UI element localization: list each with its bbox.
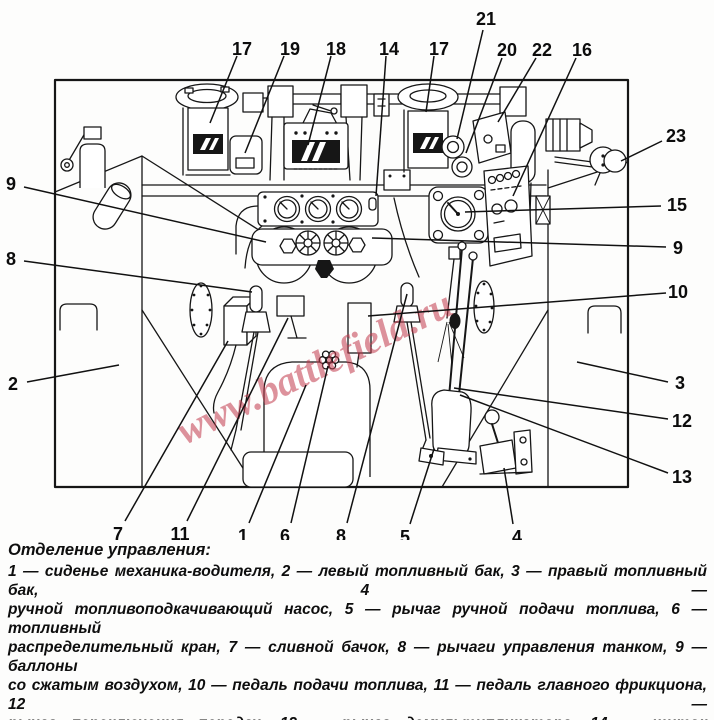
callout-leader-19 bbox=[244, 55, 285, 154]
driver-seat bbox=[242, 350, 371, 488]
callout-3: 3 bbox=[675, 373, 685, 393]
callout-7: 7 bbox=[113, 524, 123, 540]
callout-19: 19 bbox=[280, 39, 300, 59]
callout-leader-5 bbox=[409, 448, 435, 525]
caption-line: ручной топливоподкачивающий насос, 5 — р… bbox=[8, 601, 707, 637]
gauge bbox=[273, 195, 301, 223]
callout-leader-22 bbox=[497, 57, 537, 123]
callout-5: 5 bbox=[400, 527, 410, 540]
caption-title: Отделение управления: bbox=[8, 541, 211, 559]
caption-line: 1 — сиденье механика-водителя, 2 — левый… bbox=[8, 563, 707, 599]
valve-handwheel bbox=[295, 230, 321, 256]
callout-leader-9 bbox=[23, 186, 267, 243]
callout-15: 15 bbox=[667, 195, 687, 215]
callout-leader-8 bbox=[346, 293, 408, 524]
callout-leader-11 bbox=[186, 317, 289, 522]
horn-button bbox=[441, 135, 465, 159]
callout-leader-17 bbox=[209, 55, 238, 124]
motor-unit bbox=[545, 118, 601, 169]
caption-line: распределительный кран, 7 — сливной бачо… bbox=[8, 639, 707, 675]
callout-10: 10 bbox=[668, 282, 688, 302]
callout-14: 14 bbox=[379, 39, 399, 59]
callout-leader-15 bbox=[464, 205, 662, 213]
callout-21: 21 bbox=[476, 9, 496, 29]
fuel-pedal bbox=[347, 302, 372, 368]
callout-11: 11 bbox=[170, 524, 189, 540]
callout-4: 4 bbox=[512, 527, 522, 540]
tachometer bbox=[428, 186, 489, 367]
callout-leader-12 bbox=[453, 387, 669, 420]
driver-viewing-device bbox=[283, 104, 349, 170]
steering-lever-left bbox=[230, 285, 271, 451]
callout-22: 22 bbox=[532, 40, 552, 60]
hand-pump bbox=[479, 409, 533, 475]
periscope-left bbox=[175, 83, 239, 176]
callout-23: 23 bbox=[666, 126, 686, 146]
callout-leader-17 bbox=[425, 55, 435, 113]
callout-leader-16 bbox=[512, 57, 577, 197]
valve-handwheel bbox=[323, 230, 349, 256]
fuel-tank-left bbox=[59, 126, 132, 331]
air-cylinders bbox=[251, 226, 393, 284]
mg-trigger-button bbox=[451, 156, 473, 178]
figure-caption: Отделение управления: 1 — сиденье механи… bbox=[8, 541, 707, 720]
callout-leader-20 bbox=[465, 57, 503, 154]
callout-8: 8 bbox=[6, 249, 16, 269]
callout-9: 9 bbox=[6, 174, 16, 194]
callout-18: 18 bbox=[326, 39, 346, 59]
callout-leader-21 bbox=[456, 29, 484, 140]
callout-leader-3 bbox=[576, 361, 669, 383]
control-instruments-panel bbox=[257, 191, 379, 227]
callout-1: 1 bbox=[238, 526, 248, 540]
speedometer bbox=[589, 146, 627, 186]
callout-16: 16 bbox=[572, 40, 592, 60]
callout-leader-23 bbox=[620, 140, 663, 162]
callout-leader-1 bbox=[248, 384, 307, 524]
fuel-valve-knob bbox=[318, 350, 340, 370]
callout-17: 17 bbox=[232, 39, 252, 59]
callout-leader-8 bbox=[23, 260, 253, 293]
callout-2: 2 bbox=[8, 374, 18, 394]
callout-leader-7 bbox=[124, 340, 229, 522]
callout-8: 8 bbox=[336, 526, 346, 540]
fuel-tank-right bbox=[587, 305, 622, 334]
callout-leader-9 bbox=[371, 237, 667, 248]
caption-line: рычаг переключения передач, 13 — рычаг д… bbox=[8, 714, 707, 720]
caption-body: 1 — сиденье механика-водителя, 2 — левый… bbox=[8, 562, 707, 720]
viewing-device-lock bbox=[229, 135, 263, 175]
caption-line: со сжатым воздухом, 10 — педаль подачи т… bbox=[8, 677, 707, 713]
electrical-panel bbox=[483, 165, 533, 267]
callout-leader-4 bbox=[503, 467, 514, 525]
clutch-pedal bbox=[276, 295, 307, 339]
callout-leader-13 bbox=[459, 394, 669, 474]
callout-17: 17 bbox=[429, 39, 449, 59]
callout-6: 6 bbox=[280, 526, 290, 540]
gauge bbox=[335, 195, 363, 223]
floor-covers bbox=[189, 280, 495, 338]
callout-leader-18 bbox=[307, 55, 332, 146]
callout-leader-6 bbox=[290, 365, 329, 524]
callout-9: 9 bbox=[673, 238, 683, 258]
tank-control-compartment-diagram: www.battlefield.ru 171918141721202216231… bbox=[6, 9, 692, 540]
gear-levers bbox=[431, 241, 478, 465]
callout-leader-2 bbox=[26, 364, 120, 383]
callout-13: 13 bbox=[672, 467, 692, 487]
callout-leader-10 bbox=[367, 292, 667, 317]
callout-leader-14 bbox=[375, 55, 387, 197]
callout-20: 20 bbox=[497, 40, 517, 60]
callout-12: 12 bbox=[672, 411, 692, 431]
gauge bbox=[304, 195, 332, 223]
